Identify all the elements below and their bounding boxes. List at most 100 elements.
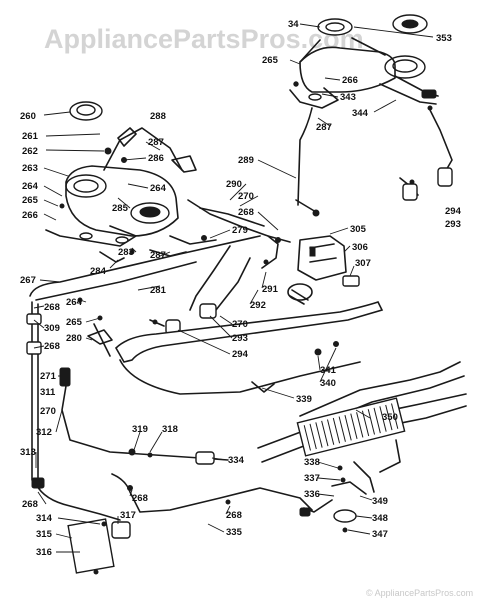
callout-350: 350	[382, 412, 398, 423]
callout-287: 287	[150, 250, 166, 261]
callout-263: 263	[22, 163, 38, 174]
fitting-307	[342, 275, 360, 287]
callout-262: 262	[22, 146, 38, 157]
callout-286: 286	[148, 153, 164, 164]
callout-317: 317	[120, 510, 136, 521]
callout-306: 306	[352, 242, 368, 253]
callout-293: 293	[232, 333, 248, 344]
callout-335: 335	[226, 527, 243, 538]
callout-287: 287	[316, 122, 332, 133]
valve-294-upper	[437, 167, 453, 187]
burner-tray-left	[65, 165, 179, 237]
upper-left-burner-assembly	[45, 101, 217, 263]
callout-294: 294	[232, 349, 249, 360]
callout-314: 314	[36, 513, 53, 524]
bottom-gas-line	[67, 473, 333, 575]
callout-312: 312	[36, 427, 52, 438]
callout-336: 336	[304, 489, 320, 500]
callout-340: 340	[320, 378, 336, 389]
manifold-assembly	[149, 199, 360, 337]
valve-293-mid	[199, 303, 217, 319]
callout-339: 339	[296, 394, 312, 405]
callout-labels: 353 34 265 266 343 344 287 260 288 261 2…	[20, 19, 462, 558]
callout-309: 309	[44, 323, 60, 334]
valve-334	[195, 451, 215, 465]
callout-268: 268	[132, 493, 148, 504]
callout-292: 292	[250, 300, 266, 311]
copyright-text: © AppliancePartsPros.com	[366, 588, 473, 598]
callout-307: 307	[355, 258, 371, 269]
callout-289: 289	[238, 155, 254, 166]
callout-291: 291	[262, 284, 279, 295]
callout-280: 280	[66, 333, 82, 344]
callout-266: 266	[22, 210, 38, 221]
callout-264: 264	[22, 181, 39, 192]
callout-313: 313	[20, 447, 36, 458]
coupling-ring	[287, 283, 313, 301]
callout-287: 287	[148, 137, 164, 148]
broil-burner-350	[299, 361, 461, 417]
thermostat-317	[111, 521, 131, 539]
callout-316: 316	[36, 547, 52, 558]
burner-tray-right	[299, 46, 396, 93]
fitting-309	[26, 313, 42, 325]
elbow-280	[87, 329, 113, 345]
callout-270: 270	[40, 406, 56, 417]
callout-347: 347	[372, 529, 388, 540]
left-gas-lines	[26, 235, 261, 521]
callout-349: 349	[372, 496, 388, 507]
igniter-287	[171, 155, 197, 173]
fitting-271	[59, 367, 71, 387]
mounting-bracket-315	[67, 518, 115, 574]
callout-343: 343	[340, 92, 356, 103]
callout-270: 270	[232, 319, 248, 330]
callout-290: 290	[226, 179, 242, 190]
callout-271: 271	[40, 371, 57, 382]
gas-tube-267	[29, 235, 261, 297]
callout-294: 294	[445, 206, 462, 217]
callout-261: 261	[22, 131, 39, 142]
oven-burner-assembly	[115, 301, 467, 533]
callout-285: 285	[112, 203, 129, 214]
callout-318: 318	[162, 424, 178, 435]
callout-268: 268	[238, 207, 254, 218]
orifice-cap-348	[333, 509, 357, 523]
callout-283: 283	[118, 247, 134, 258]
callout-348: 348	[372, 513, 388, 524]
callout-268: 268	[22, 499, 38, 510]
oven-burner-tube	[115, 301, 384, 363]
watermark-text: AppliancePartsPros.com	[44, 24, 364, 54]
callout-279: 279	[232, 225, 248, 236]
callout-334: 334	[228, 455, 245, 466]
callout-319: 319	[132, 424, 148, 435]
callout-264: 264	[150, 183, 167, 194]
callout-265: 265	[22, 195, 39, 206]
callout-266: 266	[342, 75, 358, 86]
callout-268: 268	[226, 510, 242, 521]
callout-268: 268	[44, 302, 60, 313]
leader-lines	[33, 23, 434, 553]
callout-270: 270	[238, 191, 254, 202]
callout-284: 284	[90, 266, 107, 277]
callout-260: 260	[20, 111, 36, 122]
callout-344: 344	[352, 108, 369, 119]
callout-281: 281	[150, 285, 167, 296]
callout-315: 315	[36, 529, 53, 540]
callout-311: 311	[40, 387, 56, 398]
callout-265: 265	[66, 317, 83, 328]
callout-337: 337	[304, 473, 320, 484]
callout-293: 293	[445, 219, 461, 230]
burner-grate	[296, 397, 406, 457]
callout-265: 265	[262, 55, 279, 66]
callout-341: 341	[320, 365, 337, 376]
callout-34: 34	[288, 19, 299, 30]
regulator-305	[297, 235, 347, 281]
upper-right-burner-assembly	[289, 14, 453, 206]
callout-264: 264	[66, 297, 83, 308]
callout-288: 288	[150, 111, 166, 122]
callout-268: 268	[44, 341, 60, 352]
callout-338: 338	[304, 457, 320, 468]
callout-305: 305	[350, 224, 367, 235]
